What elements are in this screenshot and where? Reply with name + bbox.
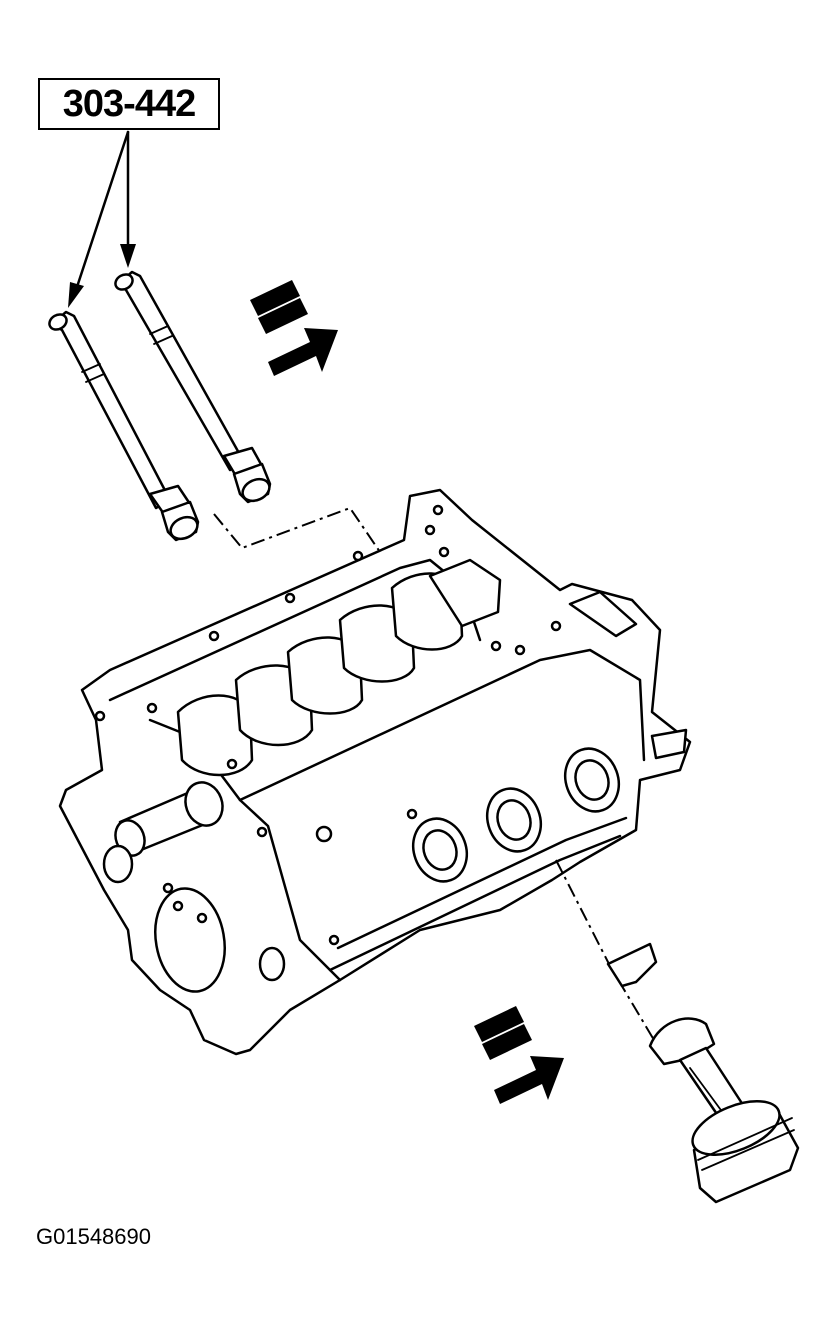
figure-id: G01548690 [36,1224,151,1249]
guide-pin-left [48,310,200,542]
arrow-down-right-icon [474,1006,564,1104]
guide-pin-right [114,270,272,504]
tool-number-label: 303-442 [38,78,220,130]
pin-guide-line [213,506,381,553]
tool-leader-arrows [68,130,136,308]
connecting-rod-piston [606,942,800,1204]
engine-block [58,488,692,1056]
arrow-down-right-icon [250,280,338,376]
